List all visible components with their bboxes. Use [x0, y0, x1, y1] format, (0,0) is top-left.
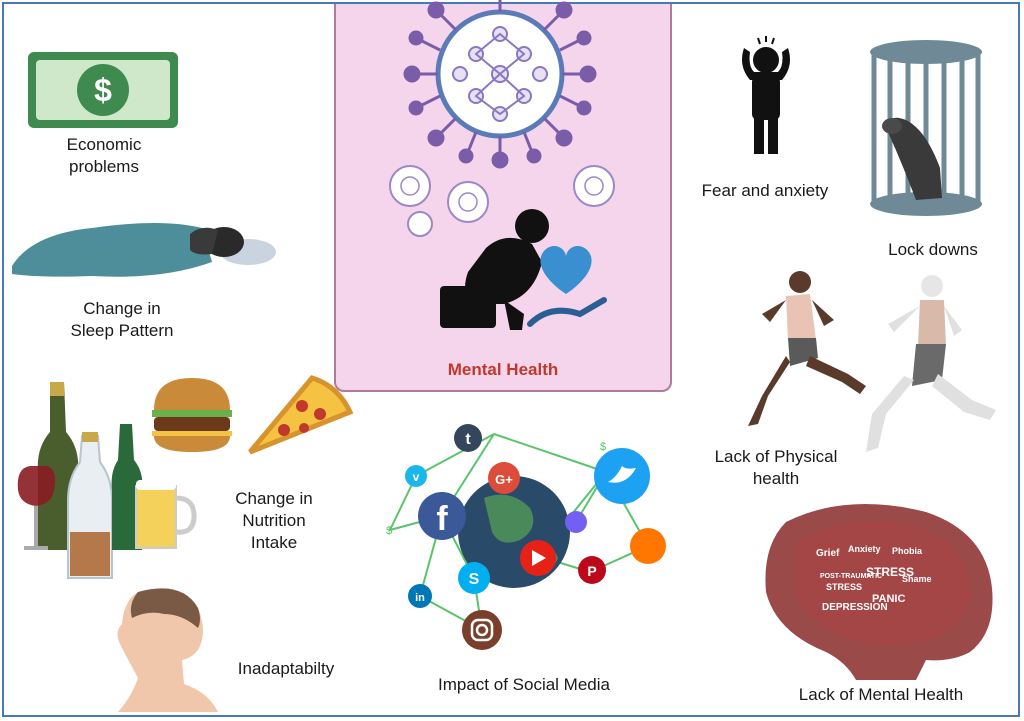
- nutrition-label-l1: Change in: [235, 489, 313, 508]
- svg-text:G+: G+: [495, 472, 513, 487]
- svg-text:P: P: [587, 563, 596, 579]
- svg-text:f: f: [436, 500, 448, 538]
- nutrition-label: Change in Nutrition Intake: [214, 488, 334, 554]
- svg-text:v: v: [413, 470, 420, 484]
- fear-label: Fear and anxiety: [701, 181, 829, 200]
- heart-hand-icon: [527, 245, 607, 327]
- physical-label-l2: health: [752, 469, 800, 488]
- mental-label: Lack of Mental Health: [798, 685, 964, 704]
- social-network-icon: f t G+ S P in v $ $: [386, 424, 666, 650]
- svg-text:S: S: [469, 571, 480, 588]
- mental-health-title: Mental Health: [447, 360, 559, 379]
- money-symbol: $: [94, 72, 112, 108]
- social-label: Impact of Social Media: [438, 675, 610, 694]
- svg-text:t: t: [465, 431, 471, 448]
- sleep-label-l1: Change in: [83, 299, 161, 318]
- word-stress-1: STRESS: [826, 582, 862, 592]
- money-icon: $: [28, 52, 178, 128]
- nutrition-label-l2: Nutrition: [242, 511, 306, 530]
- economic-label-l2: problems: [69, 157, 139, 176]
- lock-label: Lock downs: [888, 240, 978, 259]
- burger-icon: [152, 378, 232, 452]
- svg-text:$: $: [600, 441, 606, 453]
- word-panic: PANIC: [872, 593, 905, 605]
- word-ptsd: POST-TRAUMATIC: [820, 573, 882, 580]
- mental-health-panel: Mental Health: [334, 0, 672, 392]
- word-shame: Shame: [902, 574, 932, 584]
- virus-icon: [389, 0, 615, 237]
- word-anxiety: Anxiety: [848, 544, 881, 554]
- sleep-label: Change in Sleep Pattern: [52, 298, 192, 342]
- physical-label: Lack of Physical health: [696, 446, 856, 490]
- economic-label: Economic problems: [44, 134, 164, 178]
- economic-label-l1: Economic: [66, 135, 142, 154]
- head-icon: [117, 588, 218, 712]
- brain-words-icon: Grief Anxiety Phobia POST-TRAUMATIC STRE…: [765, 504, 993, 680]
- nutrition-label-l3: Intake: [250, 533, 298, 552]
- word-stress-2: STRESS: [866, 565, 914, 579]
- sleeping-person-icon: [12, 223, 276, 277]
- sleep-label-l2: Sleep Pattern: [70, 321, 174, 340]
- word-depression: DEPRESSION: [822, 602, 888, 613]
- bottles-icon: [17, 382, 197, 579]
- cage-icon: [870, 40, 982, 216]
- pizza-icon: [248, 375, 354, 455]
- word-phobia: Phobia: [892, 546, 923, 556]
- fear-person-icon: [742, 36, 790, 154]
- runners-icon: [748, 271, 996, 452]
- inadapt-label: Inadaptabilty: [237, 659, 335, 678]
- svg-text:in: in: [415, 592, 425, 604]
- physical-label-l1: Lack of Physical: [714, 447, 838, 466]
- sad-person-icon: [440, 209, 549, 330]
- word-grief: Grief: [816, 548, 840, 559]
- svg-text:$: $: [386, 525, 392, 537]
